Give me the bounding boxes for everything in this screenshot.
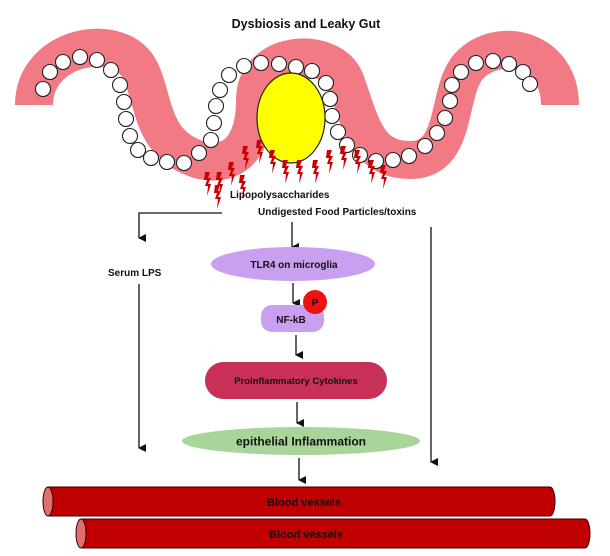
villus-cell [428, 124, 446, 142]
villus-cell [287, 58, 305, 76]
blood-vessel-2: Blood vessels [75, 518, 591, 549]
villus-cell [142, 149, 160, 167]
phospho-label: P [312, 298, 319, 309]
villus-cell [205, 114, 223, 132]
lightning-bolt-icon [312, 160, 319, 184]
villus-cell [190, 144, 208, 162]
food-particles-label: Undigested Food Particles/toxins [258, 207, 417, 218]
vessel-2-label: Blood vessels [269, 529, 343, 541]
lightning-bolt-icon [296, 160, 303, 184]
villus-cell [54, 53, 72, 71]
villus-cell [416, 137, 434, 155]
villus-cell [443, 76, 461, 94]
villus-cell [521, 75, 539, 93]
villus-cell [400, 147, 418, 165]
villus-cell [115, 93, 133, 111]
villus-cell [121, 127, 139, 145]
villus-cell [41, 63, 59, 81]
villus-cell [235, 57, 253, 75]
villus-cell [88, 51, 106, 69]
villus-cell [129, 141, 147, 159]
villus-cell [175, 154, 193, 172]
cytokines-node [205, 362, 387, 399]
villus-cell [514, 63, 532, 81]
villus-cell [252, 54, 270, 72]
diagram-title: Dysbiosis and Leaky Gut [232, 17, 381, 31]
villus-cell [329, 123, 347, 141]
phospho-badge [303, 290, 327, 314]
blood-vessel-1: Blood vessels [42, 486, 556, 517]
villus-cell [220, 66, 238, 84]
inflammation-label: epithelial Inflammation [236, 435, 366, 449]
tlr4-label: TLR4 on microglia [250, 260, 338, 271]
serum-lps-label: Serum LPS [108, 268, 162, 279]
villus-cell [34, 80, 52, 98]
villus-cell [500, 55, 518, 73]
bacteria-blob [256, 72, 326, 164]
villus-cell [452, 63, 470, 81]
villus-cell [384, 151, 402, 169]
villus-cell [207, 97, 225, 115]
villus-cell [211, 81, 229, 99]
villus-cells [34, 48, 539, 172]
villus-cell [317, 74, 335, 92]
inflammation-node [182, 427, 420, 455]
villus-cell [111, 76, 129, 94]
arrow-to-serum-lps [138, 212, 222, 242]
villus-cell [71, 48, 89, 66]
vessel-1-label: Blood vessels [267, 497, 341, 509]
villus-cell [270, 55, 288, 73]
villus-cell [303, 62, 321, 80]
lps-label: Lipopolysaccharides [230, 190, 330, 201]
villus-cell [323, 107, 341, 125]
lightning-bolt-icon [282, 160, 289, 184]
villus-cell [202, 131, 220, 149]
villus-cell [436, 109, 454, 127]
villus-cell [321, 90, 339, 108]
villus-cell [117, 110, 135, 128]
villus-cell [467, 54, 485, 72]
villus-cell [484, 52, 502, 70]
villus-cell [441, 92, 459, 110]
tlr4-node [211, 247, 375, 281]
nfkb-label: NF-kB [276, 315, 305, 326]
villus-cell [158, 153, 176, 171]
villus-cell [102, 61, 120, 79]
cytokines-label: Proinflammatory Cytokines [234, 376, 358, 387]
lightning-bolt-icon [326, 150, 333, 174]
